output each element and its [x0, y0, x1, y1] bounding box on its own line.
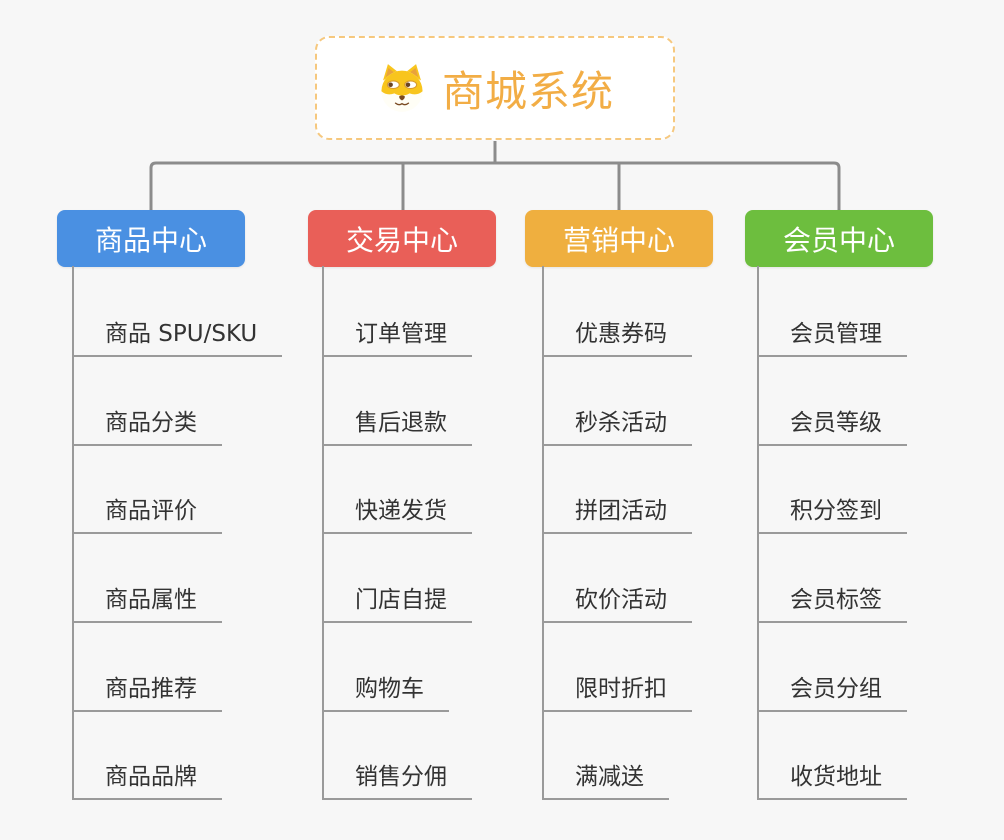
leaf-node[interactable]: 砍价活动	[542, 579, 692, 623]
leaf-node[interactable]: 门店自提	[322, 579, 472, 623]
leaf-node[interactable]: 商品推荐	[72, 668, 222, 712]
leaf-node[interactable]: 会员管理	[757, 313, 907, 357]
leaf-node[interactable]: 优惠券码	[542, 313, 692, 357]
shiba-dog-icon	[376, 62, 428, 114]
leaf-node[interactable]: 拼团活动	[542, 490, 692, 534]
leaf-node[interactable]: 商品 SPU/SKU	[72, 313, 283, 357]
branch-node-marketing-center[interactable]: 营销中心	[525, 210, 713, 267]
branch-node-trade-center[interactable]: 交易中心	[308, 210, 496, 267]
leaf-node[interactable]: 积分签到	[757, 490, 907, 534]
leaf-node[interactable]: 销售分佣	[322, 756, 472, 800]
leaf-node[interactable]: 订单管理	[322, 313, 472, 357]
branch-label: 营销中心	[562, 223, 675, 257]
leaf-node[interactable]: 售后退款	[322, 402, 472, 446]
leaf-node[interactable]: 商品分类	[72, 402, 222, 446]
branch-node-product-center[interactable]: 商品中心	[57, 210, 245, 267]
leaf-node[interactable]: 购物车	[322, 668, 449, 712]
root-title: 商城系统	[441, 66, 614, 116]
branch-label: 会员中心	[782, 223, 895, 257]
leaf-node[interactable]: 会员标签	[757, 579, 907, 623]
leaf-node[interactable]: 商品属性	[72, 579, 222, 623]
leaf-node[interactable]: 快递发货	[322, 490, 472, 534]
branch-label: 商品中心	[94, 223, 207, 257]
leaf-node[interactable]: 秒杀活动	[542, 402, 692, 446]
leaf-node[interactable]: 收货地址	[757, 756, 907, 800]
branch-node-member-center[interactable]: 会员中心	[745, 210, 933, 267]
leaf-node[interactable]: 满减送	[542, 756, 669, 800]
leaf-node[interactable]: 会员分组	[757, 668, 907, 712]
root-node[interactable]: 商城系统	[315, 36, 675, 140]
leaf-node[interactable]: 会员等级	[757, 402, 907, 446]
leaf-node[interactable]: 商品评价	[72, 490, 222, 534]
leaf-node[interactable]: 限时折扣	[542, 668, 692, 712]
branch-label: 交易中心	[345, 223, 458, 257]
leaf-node[interactable]: 商品品牌	[72, 756, 222, 800]
